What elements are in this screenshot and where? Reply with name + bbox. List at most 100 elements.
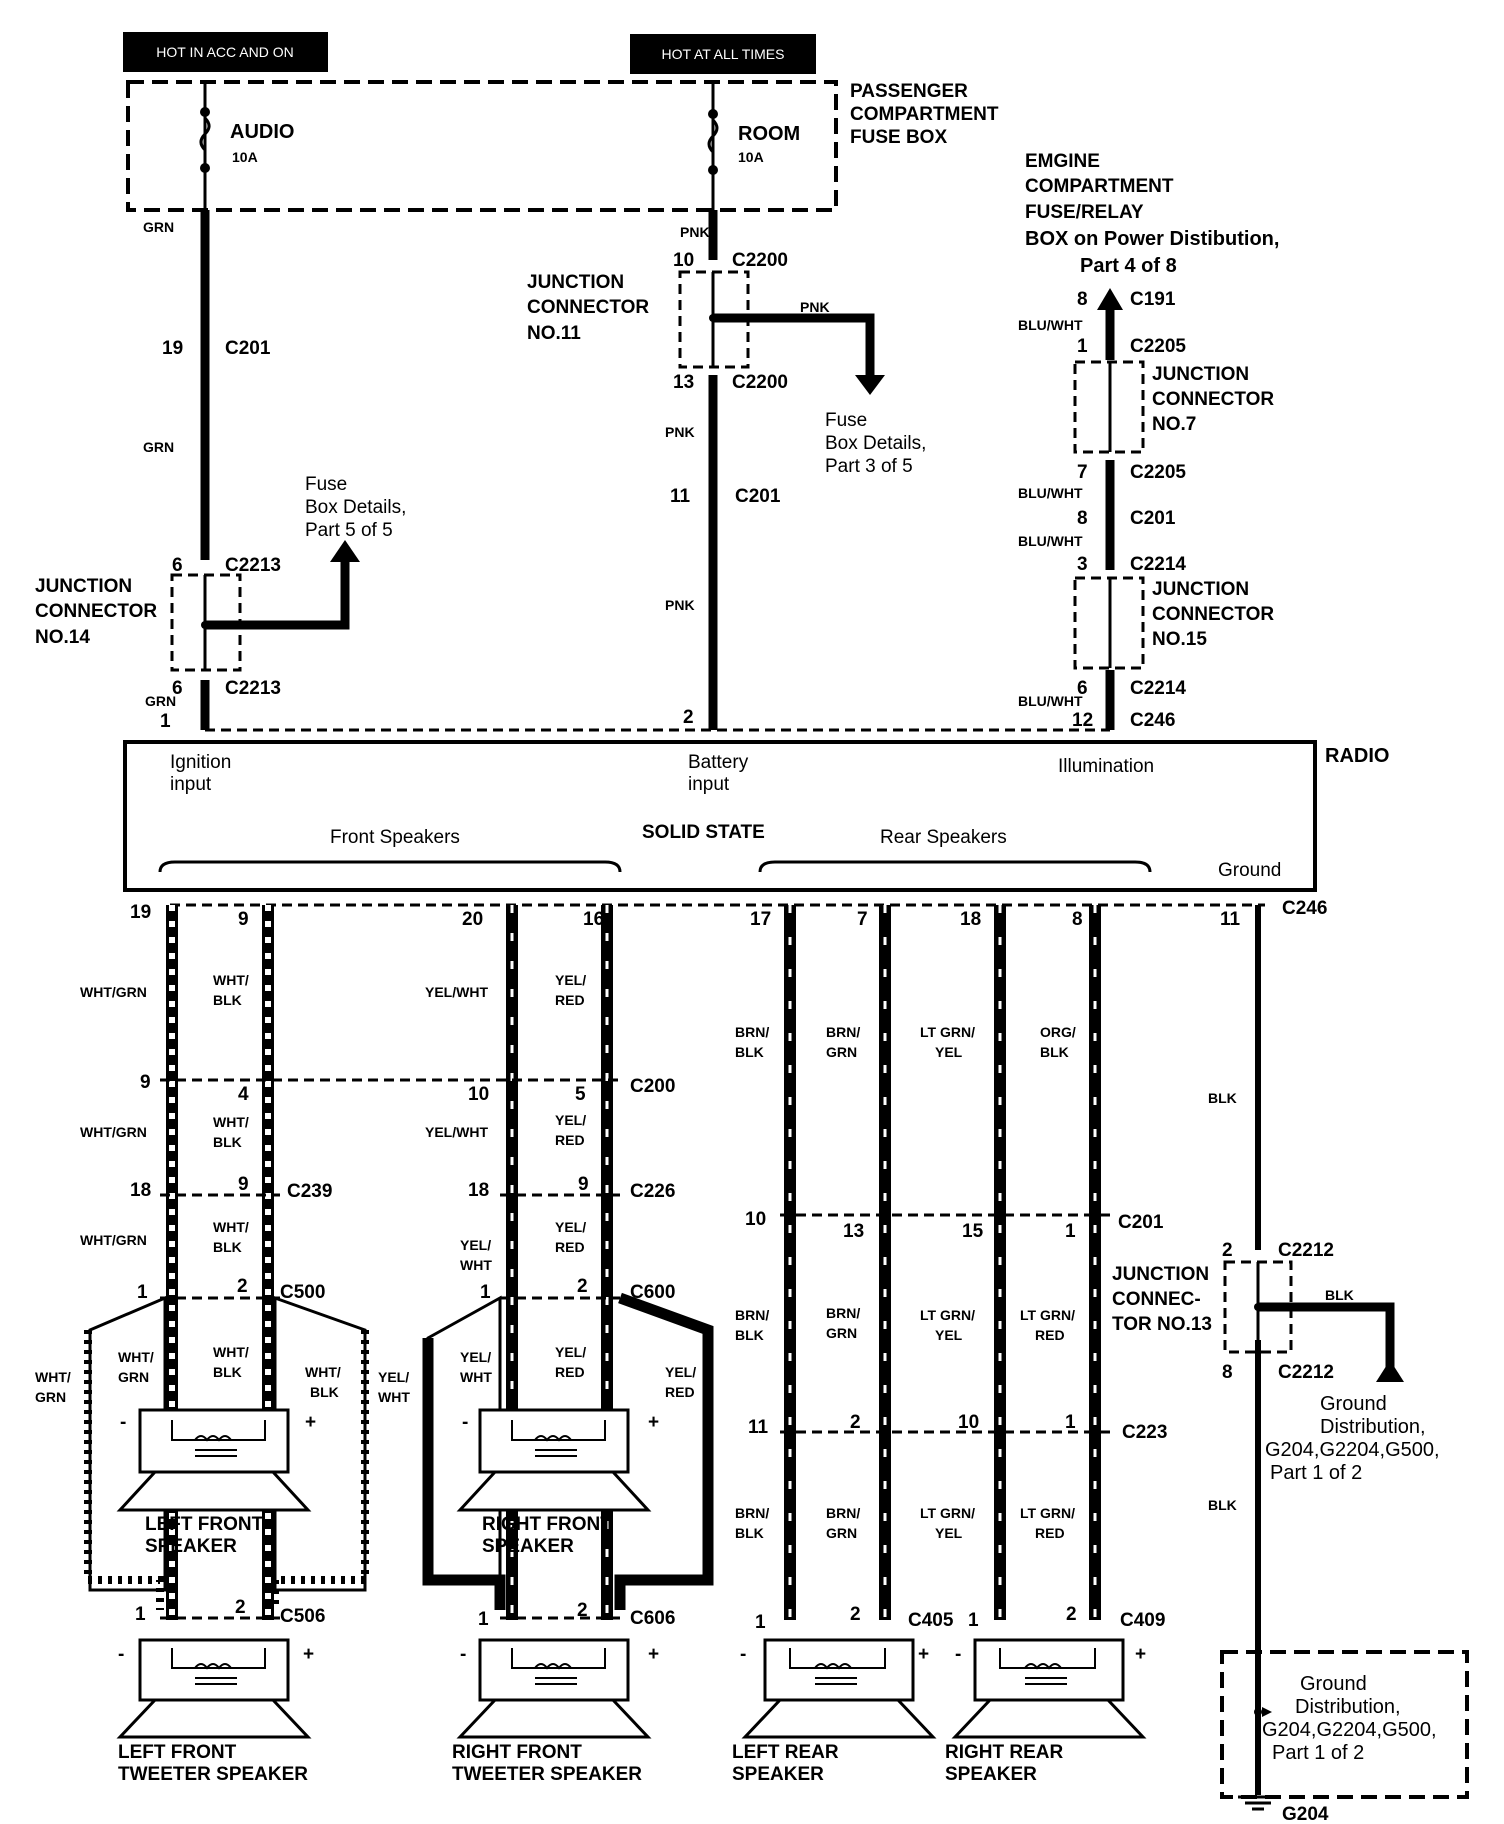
jc11-branch: [713, 313, 875, 375]
svg-text:Distribution,: Distribution,: [1320, 1416, 1426, 1438]
rr-minus: -: [955, 1644, 961, 1665]
c223-pins: 11 2 10 1 C223: [748, 1412, 1167, 1443]
audio-fuse-label: AUDIO: [230, 121, 294, 143]
svg-text:YEL/: YEL/: [555, 1219, 586, 1235]
pin-7-c2205: 7: [1077, 462, 1088, 483]
wire-bluwht-2: BLU/WHT: [1018, 485, 1083, 501]
rft-plus: +: [648, 1644, 659, 1665]
svg-text:BLK: BLK: [735, 1525, 764, 1541]
svg-text:JUNCTION: JUNCTION: [527, 272, 624, 293]
battery-input-2: input: [688, 774, 730, 795]
svg-text:BLK: BLK: [735, 1044, 764, 1060]
passenger-fuse-box: [126, 80, 838, 212]
svg-text:10: 10: [745, 1209, 766, 1230]
svg-text:1: 1: [478, 1609, 489, 1630]
svg-text:ORG/: ORG/: [1040, 1024, 1076, 1040]
ignition-input-1: Ignition: [170, 752, 231, 773]
svg-text:11: 11: [748, 1417, 769, 1438]
room-fuse-symbol: [707, 118, 719, 154]
pin-11-c201: 11: [670, 486, 691, 507]
ignition-input-2: input: [170, 774, 212, 795]
svg-text:18: 18: [130, 1180, 151, 1201]
lft-plus: +: [303, 1644, 314, 1665]
wire-grn-2: GRN: [143, 439, 174, 455]
svg-text:7: 7: [857, 909, 868, 930]
hot-all-box: [630, 34, 816, 74]
svg-text:YEL/: YEL/: [555, 1344, 586, 1360]
wire-pnk-1: PNK: [680, 224, 710, 240]
svg-text:2: 2: [235, 1597, 246, 1618]
svg-text:JUNCTION: JUNCTION: [35, 576, 132, 597]
svg-text:15: 15: [962, 1221, 984, 1242]
svg-text:CONNECTOR: CONNECTOR: [1152, 604, 1274, 625]
audio-fuse-rating: 10A: [232, 149, 258, 165]
hot-acc-box: [123, 32, 328, 72]
svg-text:WHT/: WHT/: [213, 1219, 249, 1235]
pin-6-c2214: 6: [1077, 678, 1088, 699]
c2212-label-1: C2212: [1278, 1240, 1334, 1261]
svg-text:Fuse: Fuse: [305, 474, 347, 495]
svg-text:Ground: Ground: [1300, 1673, 1367, 1695]
svg-text:C239: C239: [287, 1181, 332, 1202]
svg-text:1: 1: [480, 1282, 491, 1303]
rft-label-2: TWEETER SPEAKER: [452, 1764, 642, 1785]
svg-text:16: 16: [583, 909, 604, 930]
c201-rear-pins: 10 13 15 1 C201: [745, 1209, 1164, 1242]
svg-text:C223: C223: [1122, 1422, 1167, 1443]
wire-grn-3: GRN: [145, 693, 176, 709]
wire-labels-row2: WHT/GRN WHT/ BLK YEL/WHT YEL/ RED: [80, 1112, 586, 1150]
wire-bluwht-3: BLU/WHT: [1018, 533, 1083, 549]
svg-text:YEL/: YEL/: [555, 972, 586, 988]
left-front-speaker: [116, 1408, 312, 1512]
svg-text:WHT: WHT: [460, 1257, 492, 1273]
svg-text:Part 1 of 2: Part 1 of 2: [1270, 1462, 1362, 1484]
svg-text:1: 1: [137, 1282, 148, 1303]
svg-text:LT GRN/: LT GRN/: [920, 1505, 975, 1521]
svg-text:RED: RED: [555, 1239, 585, 1255]
svg-text:YEL/WHT: YEL/WHT: [425, 984, 488, 1000]
fuse-part5-ref: Fuse Box Details, Part 5 of 5: [305, 474, 406, 541]
room-fuse-label: ROOM: [738, 123, 800, 145]
svg-text:CONNEC-: CONNEC-: [1112, 1289, 1201, 1310]
svg-text:YEL/: YEL/: [555, 1112, 586, 1128]
wire-grn-1: GRN: [143, 219, 174, 235]
svg-text:BLK: BLK: [1208, 1497, 1237, 1513]
c239-c226-pins: 18 9 C239 18 9 C226: [130, 1174, 675, 1202]
pin-8-c201: 8: [1077, 508, 1088, 529]
wire-bluwht-1: BLU/WHT: [1018, 317, 1083, 333]
illumination-label: Illumination: [1058, 756, 1154, 777]
pin-13-c2200: 13: [673, 372, 694, 393]
svg-text:CONNECTOR: CONNECTOR: [1152, 389, 1274, 410]
pin-1-radio: 1: [160, 711, 171, 732]
c2200-label-2: C2200: [732, 372, 788, 393]
c201-label-3: C201: [1130, 508, 1176, 529]
radio-box: [123, 740, 1317, 892]
rear-brace: [758, 860, 1152, 873]
rf-plus: +: [648, 1412, 659, 1433]
battery-input-1: Battery: [688, 752, 749, 773]
c191-arrow: [1097, 288, 1123, 310]
svg-text:GRN: GRN: [35, 1389, 66, 1405]
rf-wrap-right: [614, 1292, 714, 1610]
c2214-label-2: C2214: [1130, 678, 1186, 699]
svg-text:BOX on Power Distibution,: BOX on Power Distibution,: [1025, 228, 1279, 250]
wire-labels-row3: WHT/GRN WHT/ BLK YEL/ WHT YEL/ RED: [80, 1219, 586, 1273]
rear-wires: [784, 905, 1101, 1620]
pin-6-c2213: 6: [172, 555, 183, 576]
svg-text:4: 4: [238, 1084, 249, 1105]
pin-6b-c2213: 6: [172, 678, 183, 699]
svg-text:2: 2: [237, 1276, 248, 1297]
svg-text:BLK: BLK: [1040, 1044, 1069, 1060]
svg-text:9: 9: [238, 909, 249, 930]
svg-text:LT GRN/: LT GRN/: [920, 1307, 975, 1323]
svg-text:C500: C500: [280, 1282, 325, 1303]
svg-text:Part 1 of 2: Part 1 of 2: [1272, 1742, 1364, 1764]
svg-text:BLK: BLK: [310, 1384, 339, 1400]
svg-text:9: 9: [238, 1174, 249, 1195]
hot-acc-label: HOT IN ACC AND ON: [156, 44, 293, 60]
fuse-part3-ref: Fuse Box Details, Part 3 of 5: [825, 410, 926, 477]
svg-text:C201: C201: [1118, 1212, 1164, 1233]
svg-text:YEL: YEL: [935, 1525, 963, 1541]
svg-text:BRN/: BRN/: [826, 1305, 860, 1321]
svg-text:TOR NO.13: TOR NO.13: [1112, 1314, 1212, 1335]
